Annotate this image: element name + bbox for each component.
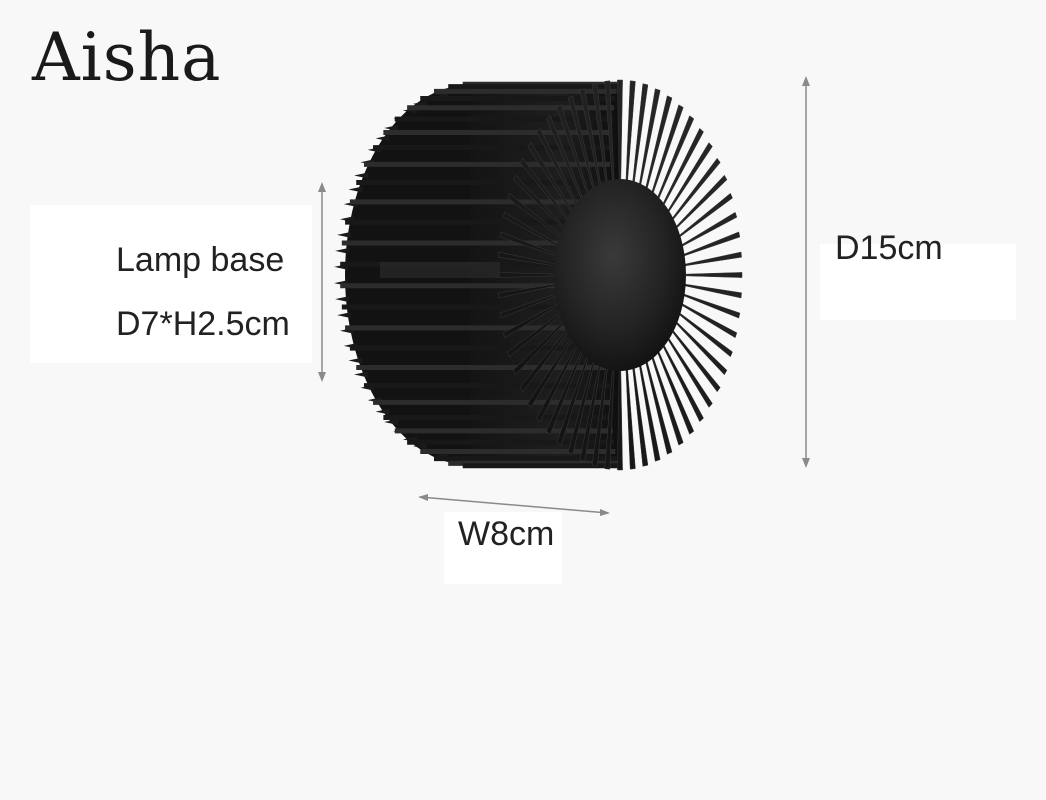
lamp-back-fin [335, 247, 350, 254]
width-label: W8cm [458, 515, 555, 553]
base-arrow-bottom [318, 372, 326, 382]
width-arrow-right [600, 509, 610, 516]
lamp-fin [632, 83, 649, 187]
lamp-base-mount [380, 262, 500, 278]
diameter-arrow-bottom [802, 458, 810, 468]
lamp-back-fin [337, 231, 352, 238]
base-arrow-top [318, 182, 326, 192]
lamp-back-fin [348, 186, 363, 193]
brand-watermark: Aisha [32, 19, 222, 96]
lamp-back-fin [348, 357, 363, 364]
width-label-box [444, 512, 562, 584]
lamp-back-fin [354, 371, 369, 378]
lamp-front-fins [497, 79, 743, 471]
lamp-fin [680, 231, 741, 258]
lamp-fin [682, 272, 743, 278]
lamp-back-fin [375, 408, 390, 415]
lamp-front-face [554, 179, 686, 371]
lamp-fin [682, 283, 742, 299]
lamp-back-fin [384, 418, 399, 425]
base-label: Lamp base [116, 241, 285, 279]
diameter-arrow-top [802, 76, 810, 86]
width-dimension-line [419, 496, 609, 514]
lamp-back-fin [384, 125, 399, 132]
lamp-back-fin [337, 312, 352, 319]
width-arrow-left [418, 494, 428, 501]
base-size-label: D7*H2.5cm [116, 305, 290, 343]
lamp-back-fin [354, 172, 369, 179]
diameter-label: D15cm [835, 229, 943, 267]
lamp-fin [632, 363, 649, 467]
diameter-label-box [820, 244, 1016, 320]
lamp-fin [682, 251, 742, 267]
lamp-back-fin [375, 135, 390, 142]
lamp-fin [680, 292, 741, 319]
lamp-back-fin [335, 296, 350, 303]
base-label-box [30, 205, 312, 363]
